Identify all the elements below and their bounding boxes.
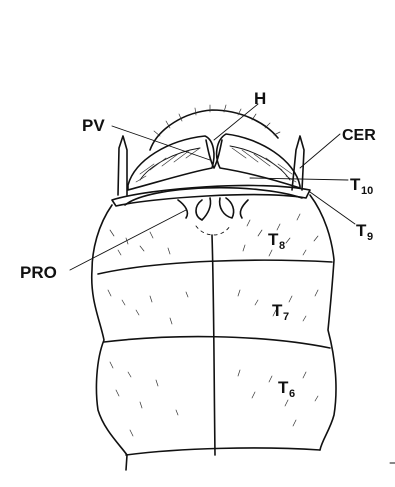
svg-text:T: T <box>356 221 367 240</box>
leader-h <box>214 104 258 140</box>
label-cer: CER <box>342 127 376 144</box>
proleg-hook-right <box>240 200 248 218</box>
svg-text:T: T <box>268 230 279 249</box>
label-pv: PV <box>82 116 105 135</box>
body-outline-left <box>92 205 127 470</box>
left-valve <box>128 136 214 190</box>
svg-text:T: T <box>350 175 361 194</box>
svg-text:9: 9 <box>367 231 373 243</box>
segment-boundary-8-7 <box>98 260 332 274</box>
label-t7: T 7 <box>272 301 289 323</box>
proleg-dashed-arc <box>196 226 230 235</box>
svg-text:8: 8 <box>279 240 285 252</box>
segment-boundary-7-6 <box>104 337 330 348</box>
left-valve-inner <box>140 148 200 180</box>
leader-t9 <box>310 192 355 224</box>
label-t9: T 9 <box>356 221 373 243</box>
proleg-hook-left <box>178 200 187 218</box>
right-valve-inner <box>230 146 290 180</box>
label-h: H <box>254 89 266 108</box>
label-t6: T 6 <box>278 378 295 400</box>
dorsal-midline <box>212 235 215 455</box>
svg-text:10: 10 <box>361 185 373 197</box>
svg-text:7: 7 <box>283 311 289 323</box>
leader-cer <box>300 134 340 168</box>
svg-text:T: T <box>278 378 289 397</box>
label-pro: PRO <box>20 263 57 282</box>
leader-pro <box>70 210 186 270</box>
right-valve <box>217 134 300 188</box>
segment-boundary-6-5 <box>126 448 320 455</box>
right-cercus <box>292 136 304 190</box>
left-cercus <box>118 136 127 195</box>
body-outline-right <box>310 195 336 450</box>
label-t10: T 10 <box>350 175 373 197</box>
proleg-right <box>220 198 234 218</box>
label-t8: T 8 <box>268 230 285 252</box>
svg-text:T: T <box>272 301 283 320</box>
svg-text:6: 6 <box>289 388 295 400</box>
proleg-left <box>196 198 211 220</box>
